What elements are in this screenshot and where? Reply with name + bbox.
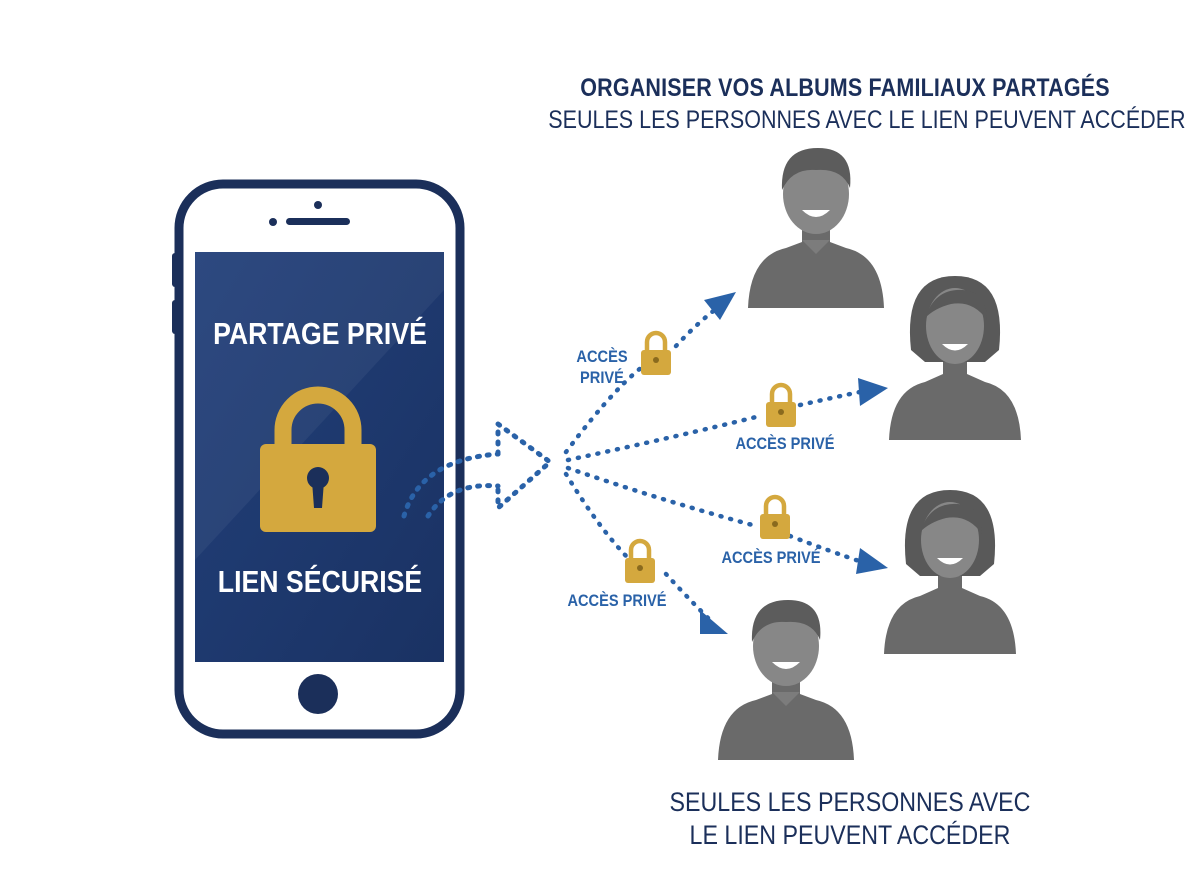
arrowhead-4 (700, 610, 728, 634)
lock-icon (641, 333, 671, 375)
padlock-icon (260, 386, 376, 532)
access-label: ACCÈS PRIVÉ (576, 347, 628, 387)
page-title: ORGANISER VOS ALBUMS FAMILIAUX PARTAGÉS (580, 74, 1110, 102)
curved-arrow-icon (401, 419, 554, 519)
arrowhead-3 (856, 548, 888, 574)
page-subtitle: SEULES LES PERSONNES AVEC LE LIEN PEUVEN… (548, 106, 1186, 134)
access-label: ACCÈS PRIVÉ (721, 548, 821, 567)
access-label: ACCÈS PRIVÉ (735, 434, 835, 453)
lock-icon (625, 541, 655, 583)
person-avatar-icon (889, 276, 1021, 440)
phone-screen-caption: LIEN SÉCURISÉ (217, 564, 423, 599)
phone-screen-title: PARTAGE PRIVÉ (213, 316, 427, 351)
arrowhead-1 (704, 292, 736, 320)
person-avatar-icon (718, 600, 854, 760)
person-avatar-icon (884, 490, 1016, 654)
footer-caption: SEULES LES PERSONNES AVEC LE LIEN PEUVEN… (669, 787, 1031, 850)
lock-icon (760, 497, 790, 539)
person-avatar-icon (748, 148, 884, 308)
lock-icon (766, 385, 796, 427)
access-label: ACCÈS PRIVÉ (567, 591, 667, 610)
arrowhead-2 (858, 378, 888, 406)
arrowheads (700, 292, 888, 634)
